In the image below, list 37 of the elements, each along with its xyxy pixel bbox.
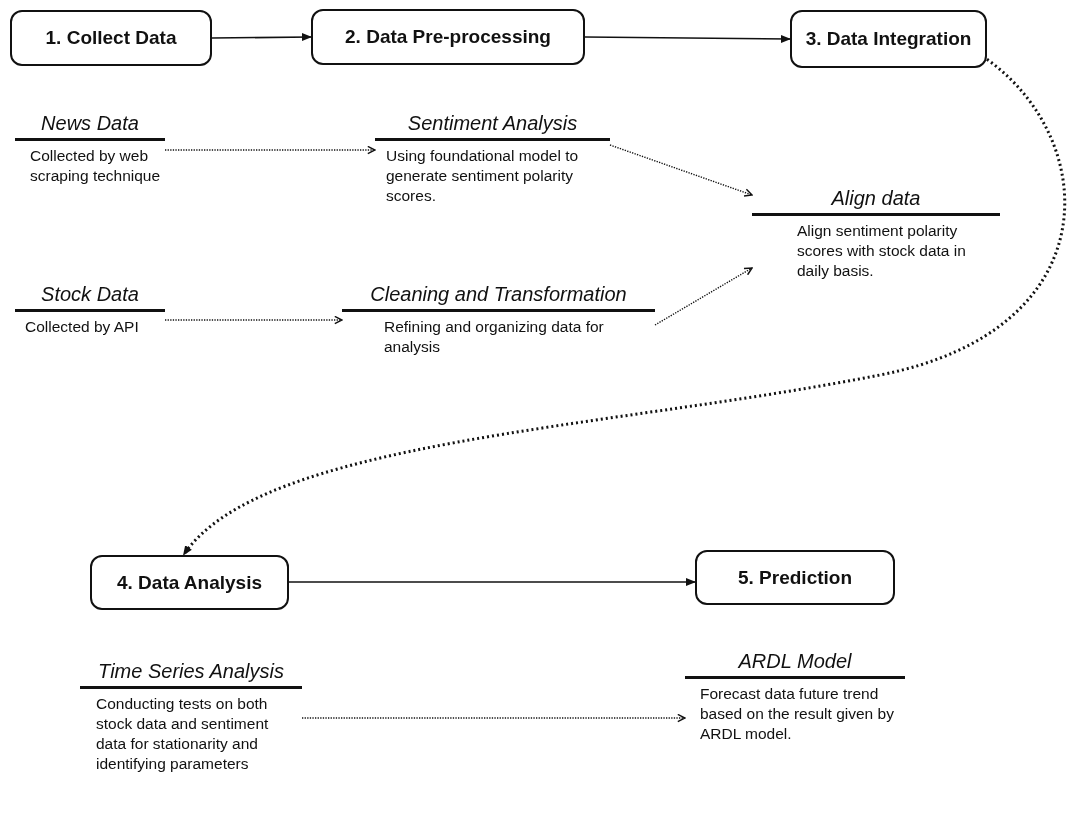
note-heading: Stock Data (15, 283, 165, 312)
note-heading: ARDL Model (685, 650, 905, 679)
arrow (211, 33, 312, 42)
note-text: Refining and organizing data for analysis (383, 317, 605, 358)
stage-box (90, 555, 289, 610)
note-text: Align sentiment polarity scores with stock data in daily basis. (796, 221, 967, 282)
step-note (15, 283, 165, 338)
arrow (609, 144, 753, 197)
arrow (164, 145, 376, 155)
step-note (752, 187, 1000, 282)
note-text: Forecast data future trend based on the result given by ARDL model. (699, 684, 895, 745)
arrow (301, 713, 686, 723)
arrow (654, 267, 753, 326)
stage-title: 2. Data Pre-processing (345, 26, 551, 48)
step-note (80, 660, 302, 775)
note-heading: Sentiment Analysis (375, 112, 610, 141)
stage-box (311, 9, 585, 65)
stage-box (10, 10, 212, 66)
note-text: Collected by API (24, 317, 140, 337)
note-text: Conducting tests on both stock data and sentiment data for stationarity and identifying parameters (95, 694, 270, 775)
step-note (342, 283, 655, 358)
note-heading: News Data (15, 112, 165, 141)
stage-title: 1. Collect Data (45, 27, 177, 49)
arrow (288, 578, 696, 586)
arrow (584, 34, 791, 43)
arrow (164, 315, 343, 325)
note-text: Collected by web scraping technique (29, 146, 162, 187)
stage-box (790, 10, 987, 68)
arrow (182, 58, 1066, 556)
note-heading: Time Series Analysis (80, 660, 302, 689)
note-heading: Align data (752, 187, 1000, 216)
stage-box (695, 550, 895, 605)
stage-title: 4. Data Analysis (116, 571, 262, 594)
note-heading: Cleaning and Transformation (342, 283, 655, 312)
stage-title: 3. Data Integration (805, 28, 972, 50)
stage-title: 5. Prediction (738, 566, 852, 589)
note-text: Using foundational model to generate sentiment polarity scores. (385, 146, 580, 207)
